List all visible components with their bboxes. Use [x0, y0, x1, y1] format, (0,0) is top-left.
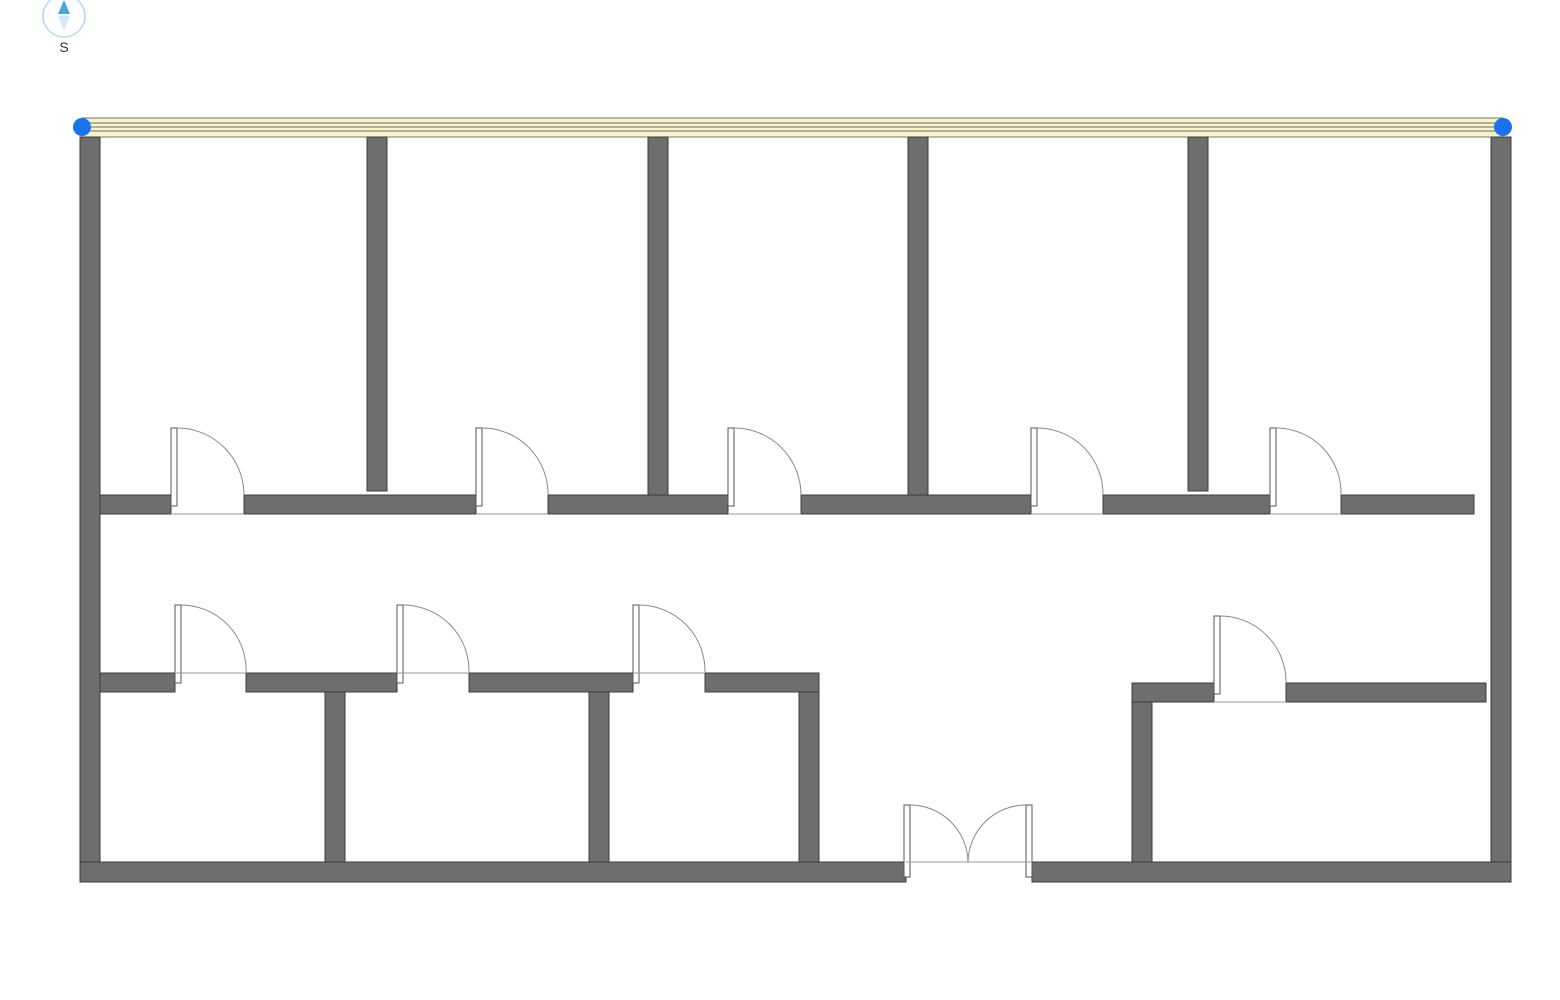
- door-leaf[interactable]: [632, 604, 640, 684]
- corridor-wall-segment[interactable]: [245, 672, 398, 693]
- partition-wall[interactable]: [324, 691, 346, 863]
- door-swing-icon: [1219, 615, 1287, 684]
- wall-west[interactable]: [79, 136, 101, 883]
- door[interactable]: [396, 604, 470, 684]
- double-door-icon: [909, 804, 969, 863]
- door-swing-icon: [733, 427, 802, 496]
- door-leaf[interactable]: [170, 427, 178, 507]
- door[interactable]: [1269, 427, 1342, 515]
- door-swing-icon: [1036, 427, 1104, 496]
- door-leaf[interactable]: [1030, 427, 1038, 507]
- north-partitions: [366, 136, 1209, 515]
- corridor-wall-segment[interactable]: [1102, 494, 1271, 515]
- door-leaf[interactable]: [1269, 427, 1277, 507]
- door-leaf-left[interactable]: [903, 804, 911, 878]
- corridor-wall-segment[interactable]: [99, 672, 176, 693]
- wall-south-left[interactable]: [79, 861, 907, 883]
- corridor-wall-segment[interactable]: [468, 672, 634, 693]
- entrance-double-door[interactable]: [903, 804, 1033, 878]
- partition-wall[interactable]: [366, 136, 388, 492]
- top-window[interactable]: [73, 117, 1512, 138]
- door-swing-icon: [180, 604, 247, 674]
- door[interactable]: [170, 427, 245, 515]
- door-leaf[interactable]: [396, 604, 404, 684]
- corridor-wall-segment[interactable]: [243, 494, 477, 515]
- door-swing-icon: [1275, 427, 1342, 496]
- partition-wall[interactable]: [907, 136, 929, 515]
- door-leaf[interactable]: [727, 427, 735, 507]
- door-leaf[interactable]: [1213, 615, 1221, 695]
- door[interactable]: [727, 427, 802, 515]
- partition-wall[interactable]: [588, 691, 610, 863]
- compass-icon: [58, 0, 70, 14]
- door-swing-icon: [402, 604, 470, 674]
- window-handle-start-icon[interactable]: [73, 118, 91, 136]
- compass[interactable]: S: [42, 0, 86, 55]
- corridor-wall-segment[interactable]: [704, 672, 820, 693]
- partition-wall[interactable]: [1131, 701, 1153, 863]
- south-west-walls: [99, 672, 820, 863]
- north-corridor-wall: [99, 494, 1475, 515]
- door[interactable]: [475, 427, 549, 515]
- partition-wall[interactable]: [647, 136, 669, 515]
- double-door-icon: [967, 804, 1027, 863]
- door-swing-icon: [638, 604, 706, 674]
- partition-wall[interactable]: [1187, 136, 1209, 492]
- door-leaf[interactable]: [475, 427, 483, 507]
- window-handle-end-icon[interactable]: [1494, 118, 1512, 136]
- door-leaf[interactable]: [174, 604, 182, 684]
- door[interactable]: [174, 604, 247, 684]
- wall-south-right[interactable]: [1031, 861, 1512, 883]
- corridor-wall-segment[interactable]: [1131, 682, 1215, 703]
- exterior-walls: [79, 136, 1512, 883]
- wall-east[interactable]: [1490, 136, 1512, 883]
- corridor-wall-segment[interactable]: [547, 494, 729, 515]
- compass-label: S: [59, 39, 68, 55]
- door-leaf-right[interactable]: [1025, 804, 1033, 878]
- door[interactable]: [1030, 427, 1104, 515]
- door[interactable]: [1213, 615, 1287, 703]
- corridor-wall-segment[interactable]: [800, 494, 1032, 515]
- compass-tail-icon: [58, 16, 70, 30]
- corridor-wall-segment[interactable]: [99, 494, 172, 515]
- door[interactable]: [632, 604, 706, 684]
- door-swing-icon: [176, 427, 245, 496]
- south-east-walls: [1131, 682, 1487, 863]
- partition-wall[interactable]: [798, 691, 820, 863]
- corridor-wall-segment[interactable]: [1285, 682, 1487, 703]
- door-swing-icon: [481, 427, 549, 496]
- corridor-wall-segment[interactable]: [1340, 494, 1475, 515]
